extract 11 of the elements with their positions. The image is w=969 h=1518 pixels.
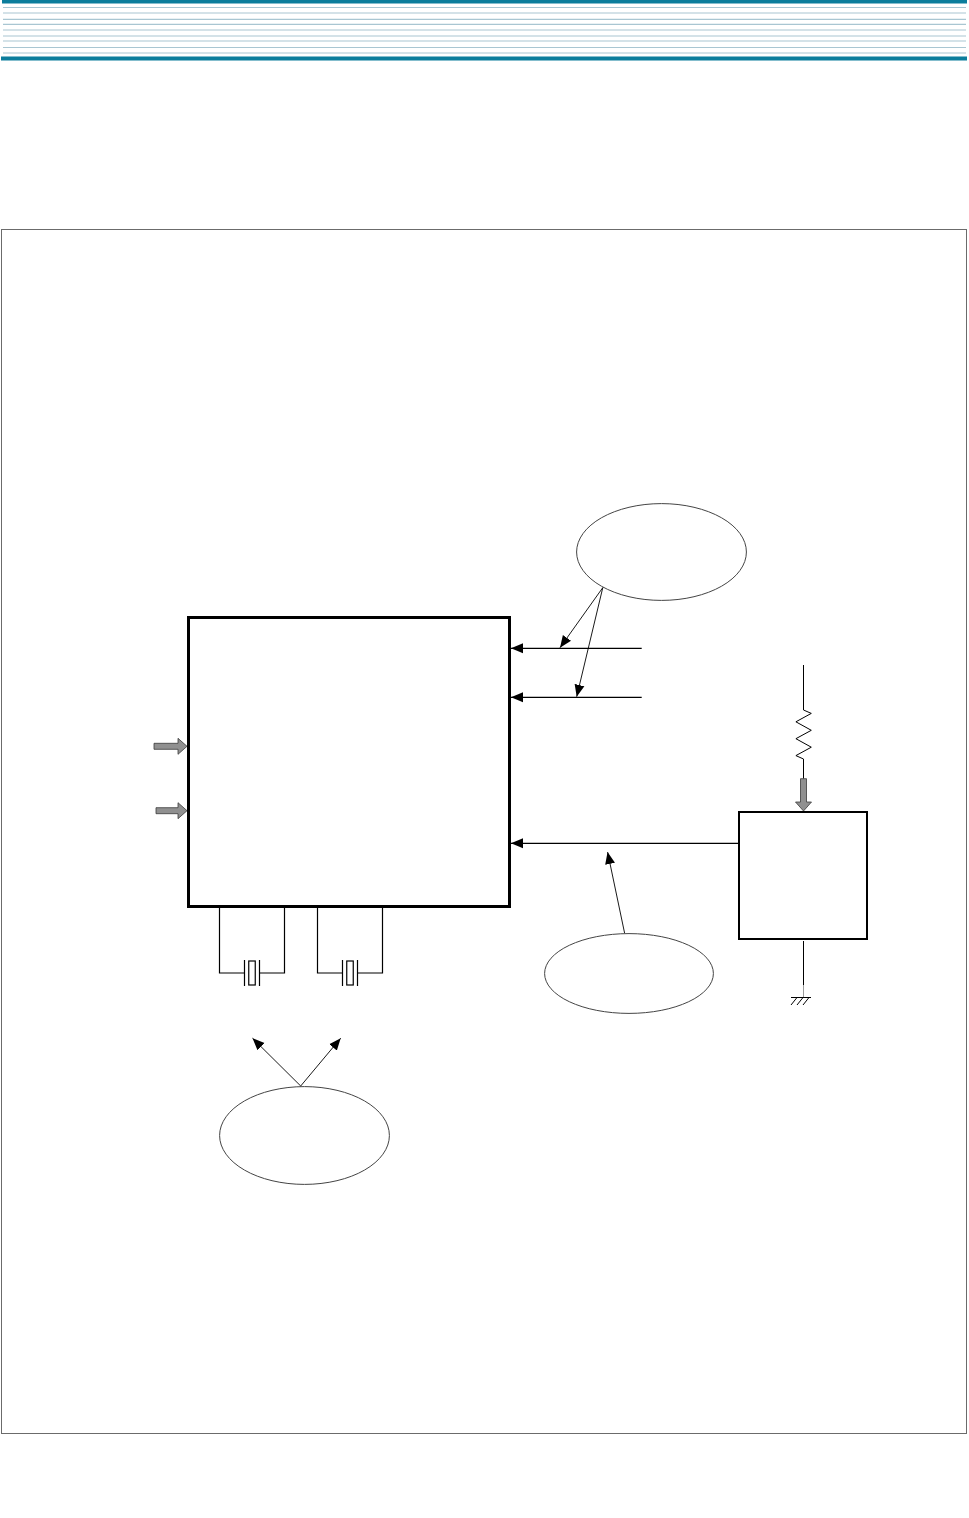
block-arrow: [155, 802, 188, 820]
signal-arrow: [510, 643, 643, 654]
signal-arrow: [510, 692, 643, 703]
block-box: [187, 616, 511, 908]
block-arrow: [153, 737, 188, 755]
callout-ellipse: [576, 503, 747, 601]
block-arrow: [795, 778, 812, 812]
callout-ellipse: [544, 933, 714, 1014]
signal-arrow: [510, 838, 739, 849]
block-box: [738, 811, 868, 940]
callout-ellipse: [219, 1086, 390, 1185]
